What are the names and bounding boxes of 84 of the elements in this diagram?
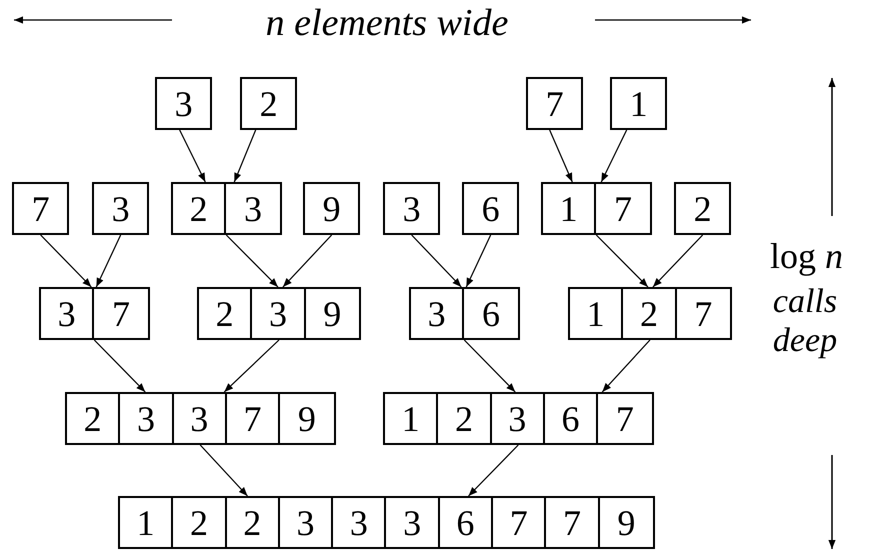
array-box xyxy=(541,182,652,235)
array-cell: 3 xyxy=(252,289,306,338)
dimension-label: log n xyxy=(770,236,840,278)
arrow xyxy=(411,234,462,288)
array-cell-text: 6 xyxy=(480,188,501,230)
array-box xyxy=(674,182,732,235)
array-cell: 7 xyxy=(226,394,280,443)
array-box xyxy=(39,287,150,340)
array-box xyxy=(409,287,520,340)
arrow xyxy=(200,444,248,496)
array-box xyxy=(155,77,212,130)
array-cell: 6 xyxy=(544,394,598,443)
arrow xyxy=(40,234,92,288)
arrow xyxy=(234,130,256,182)
arrow xyxy=(224,340,280,392)
array-cell-text: 7 xyxy=(614,398,635,440)
array-cell: 1 xyxy=(570,289,624,338)
array-box xyxy=(92,182,150,235)
array-cell: 7 xyxy=(493,498,546,547)
array-cell: 3 xyxy=(386,498,440,547)
array-box xyxy=(568,287,732,340)
array-cell-text: 2 xyxy=(258,82,279,126)
array-cell-text: 6 xyxy=(480,292,501,336)
array-cell-text: 3 xyxy=(402,188,422,230)
array-box xyxy=(240,77,298,130)
array-cell-text: 9 xyxy=(322,188,342,230)
array-cell: 2 xyxy=(438,394,492,443)
array-cell: 7 xyxy=(546,498,600,547)
array-cell: 3 xyxy=(41,289,94,338)
arrow xyxy=(94,340,146,392)
array-cell-text: 7 xyxy=(544,82,565,126)
array-box xyxy=(526,77,584,130)
arrow xyxy=(549,130,573,182)
array-cell: 1 xyxy=(543,184,596,233)
array-box xyxy=(197,287,361,340)
array-cell: 3 xyxy=(120,394,174,443)
array-cell: 2 xyxy=(199,289,252,338)
array-box xyxy=(118,496,655,549)
arrow xyxy=(466,234,492,288)
array-cell: 1 xyxy=(385,394,438,443)
arrow xyxy=(652,234,704,288)
array-box xyxy=(171,182,282,235)
array-cell-text: 3 xyxy=(242,188,263,230)
array-cell-text: 3 xyxy=(174,82,194,126)
arrow xyxy=(179,130,206,182)
array-box xyxy=(12,182,70,235)
array-cell-text: 7 xyxy=(110,292,131,336)
arrow xyxy=(226,234,278,288)
array-cell-text: 1 xyxy=(628,82,649,126)
array-box xyxy=(462,182,520,235)
array-box xyxy=(303,182,360,235)
array-cell: 3 xyxy=(280,498,334,547)
array-box xyxy=(383,182,440,235)
array-cell: 6 xyxy=(440,498,494,547)
array-cell: 2 xyxy=(623,289,677,338)
arrow xyxy=(600,130,628,182)
array-cell-text: 7 xyxy=(693,292,714,336)
arrow xyxy=(96,234,122,288)
array-cell: 3 xyxy=(411,289,464,338)
array-box xyxy=(610,77,668,130)
array-cell: 3 xyxy=(492,394,545,443)
dimension-label: n elements wide xyxy=(264,2,510,46)
array-cell-text: 7 xyxy=(612,188,633,230)
array-cell-text: 2 xyxy=(692,188,713,230)
array-cell: 3 xyxy=(333,498,386,547)
array-cell: 1 xyxy=(120,498,174,547)
array-cell-text: 7 xyxy=(30,188,51,230)
array-cell-text: 9 xyxy=(616,502,636,544)
array-box xyxy=(65,392,336,445)
array-cell: 2 xyxy=(67,394,120,443)
array-cell-text: 9 xyxy=(322,292,342,336)
array-cell: 2 xyxy=(173,184,226,233)
dimension-label: calls deep xyxy=(772,282,838,360)
array-cell-text: 3 xyxy=(110,188,131,230)
arrow xyxy=(468,444,519,496)
array-cell: 2 xyxy=(173,498,227,547)
arrow xyxy=(282,234,332,288)
arrow xyxy=(602,340,650,392)
array-cell: 3 xyxy=(174,394,227,443)
array-cell: 2 xyxy=(226,498,280,547)
arrow xyxy=(464,340,516,392)
array-box xyxy=(383,392,654,445)
array-cell-text: 9 xyxy=(296,398,317,440)
arrow xyxy=(596,234,648,288)
